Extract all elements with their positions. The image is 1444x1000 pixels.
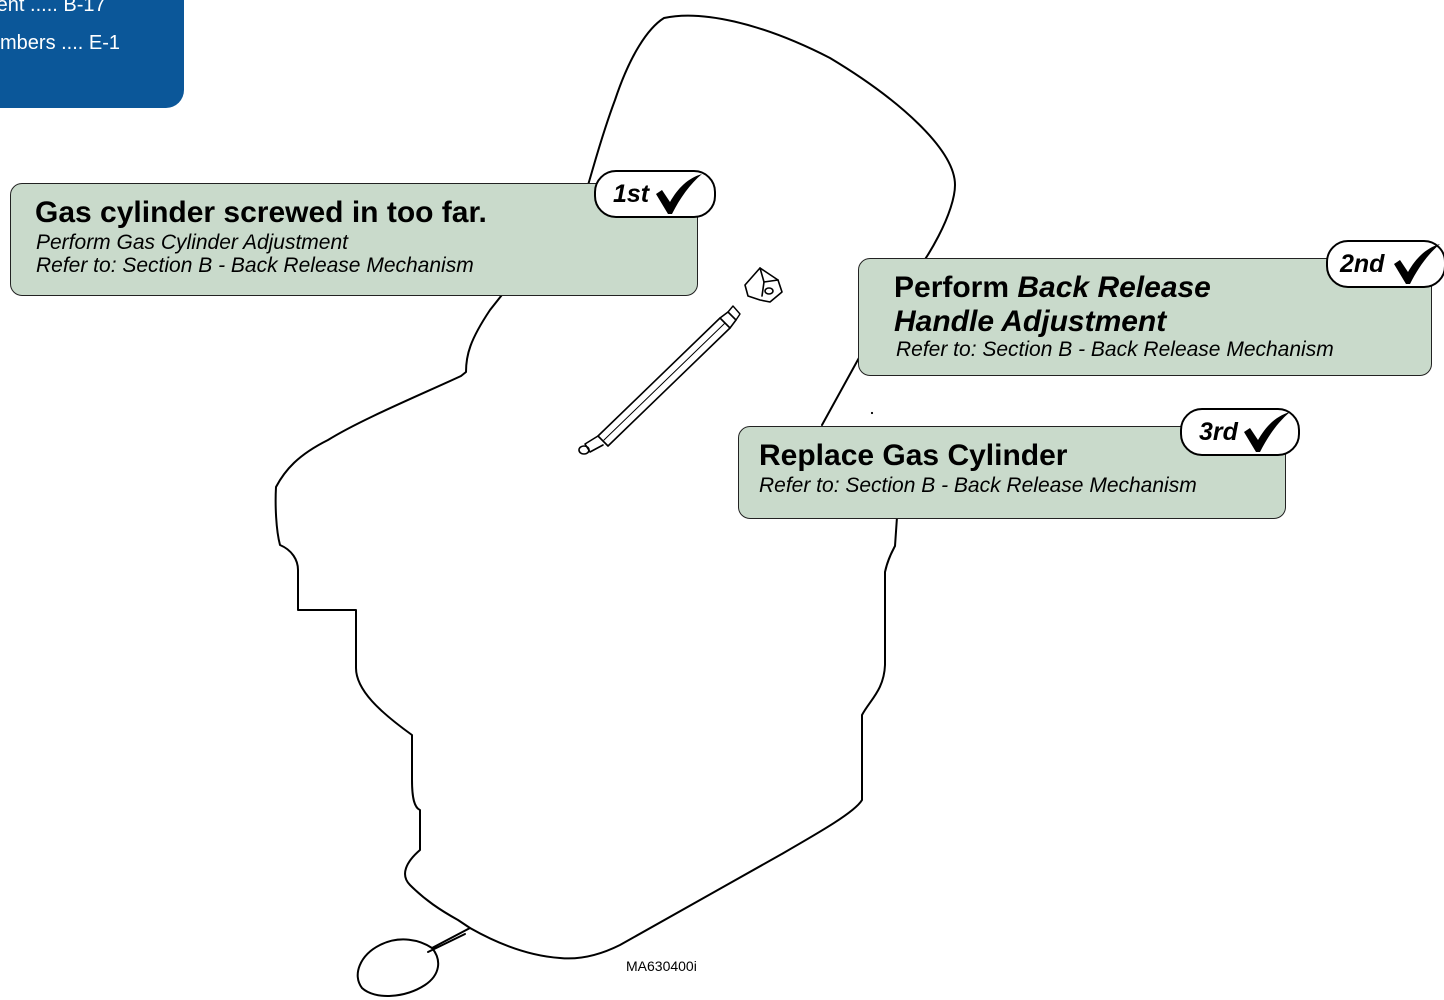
callout-second-heading-italic-b: Handle Adjustment bbox=[894, 305, 1167, 338]
stray-dot bbox=[870, 411, 874, 415]
callout-second-heading-plain: Perform bbox=[894, 271, 1010, 304]
callout-second-heading: Perform Back Release Handle Adjustment bbox=[894, 271, 1211, 339]
checkmark-icon bbox=[1244, 412, 1290, 452]
gas-cylinder-drawing bbox=[578, 305, 741, 455]
callout-first-action: Perform Gas Cylinder Adjustment bbox=[36, 231, 348, 254]
callout-second-heading-italic-a: Back Release bbox=[1017, 271, 1211, 304]
index-entry-e1[interactable]: mbers .... E-1 bbox=[0, 32, 121, 54]
checkmark-icon bbox=[1394, 244, 1440, 284]
callout-first-heading: Gas cylinder screwed in too far. bbox=[35, 196, 487, 229]
badge-second-label: 2nd bbox=[1340, 250, 1385, 278]
seat-back-outline bbox=[274, 14, 956, 960]
release-bracket-drawing bbox=[744, 267, 783, 303]
callout-third: Replace Gas Cylinder Refer to: Section B… bbox=[738, 426, 1286, 519]
callout-second-reference[interactable]: Refer to: Section B - Back Release Mecha… bbox=[896, 338, 1334, 361]
badge-first: 1st bbox=[594, 170, 716, 218]
index-tab[interactable]: ment ..... B-17 mbers .... E-1 bbox=[0, 0, 184, 108]
checkmark-icon bbox=[656, 174, 702, 214]
release-handle-knob bbox=[356, 938, 440, 997]
index-entry-b17[interactable]: ment ..... B-17 bbox=[0, 0, 106, 16]
badge-third: 3rd bbox=[1180, 408, 1300, 456]
badge-second: 2nd bbox=[1326, 240, 1444, 288]
badge-third-label: 3rd bbox=[1199, 418, 1238, 446]
callout-first-reference[interactable]: Refer to: Section B - Back Release Mecha… bbox=[36, 254, 474, 277]
callout-first: Gas cylinder screwed in too far. Perform… bbox=[10, 183, 698, 296]
release-handle-stem bbox=[427, 927, 471, 953]
callout-third-heading: Replace Gas Cylinder bbox=[759, 439, 1068, 472]
figure-code: MA630400i bbox=[626, 958, 697, 974]
badge-first-label: 1st bbox=[613, 180, 650, 208]
callout-third-reference[interactable]: Refer to: Section B - Back Release Mecha… bbox=[759, 474, 1197, 497]
